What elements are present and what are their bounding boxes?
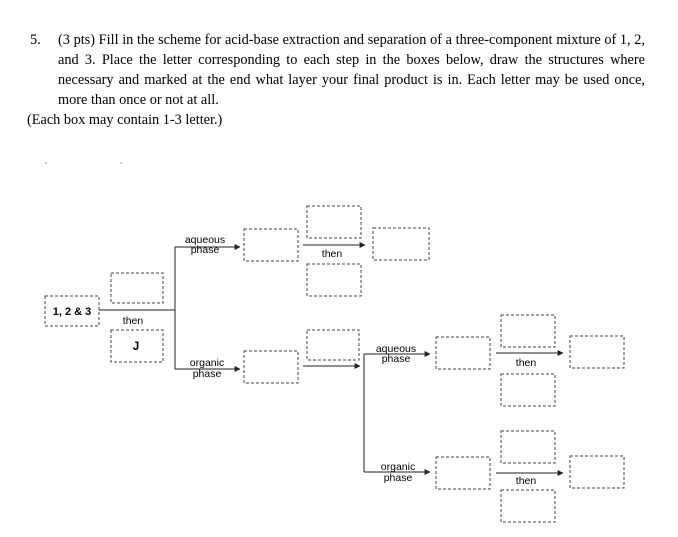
sub-aqueous-label-1: aqueous	[376, 343, 416, 355]
sub-organic-label-1: organic	[381, 461, 415, 473]
question-number: 5.	[30, 32, 41, 48]
answer-box-sub-aqueous-product[interactable]	[569, 335, 625, 369]
answer-box-top-product[interactable]	[372, 227, 430, 261]
sub-aqueous-label-2: phase	[382, 353, 411, 365]
step1-then-label: then	[123, 315, 144, 327]
step1-letter: J	[133, 339, 140, 353]
question-note: (Each box may contain 1-3 letter.)	[27, 112, 223, 128]
answer-box-sub-aqueous-then-lower[interactable]	[500, 373, 556, 407]
top-then-label: then	[322, 248, 343, 260]
top-phase-label-1: aqueous	[185, 234, 225, 246]
sub-organic-then-label: then	[516, 475, 537, 487]
answer-box-top-phase[interactable]	[243, 228, 299, 262]
start-box	[44, 295, 100, 327]
answer-box-step1-bottom[interactable]	[110, 329, 164, 363]
top-phase-label-2: phase	[191, 244, 220, 256]
answer-box-bottom-reagent[interactable]	[306, 329, 360, 361]
sub-aqueous-then-label: then	[516, 357, 537, 369]
question-text: (3 pts) Fill in the scheme for acid-base…	[58, 32, 645, 108]
answer-box-sub-aqueous-phase[interactable]	[435, 336, 491, 370]
sub-organic-label-2: phase	[384, 472, 413, 484]
answer-box-sub-organic-product[interactable]	[569, 455, 625, 489]
answer-box-step1-top[interactable]	[110, 272, 164, 304]
answer-box-sub-organic-then-upper[interactable]	[500, 430, 556, 464]
answer-box-sub-organic-then-lower[interactable]	[500, 489, 556, 523]
answer-box-sub-organic-phase[interactable]	[435, 456, 491, 490]
bottom-phase-label-2: phase	[193, 368, 222, 380]
question-block: 5. (3 pts) Fill in the scheme for acid-b…	[27, 30, 645, 130]
answer-box-sub-aqueous-then-upper[interactable]	[500, 314, 556, 348]
answer-box-top-then-upper[interactable]	[306, 205, 362, 239]
start-label: 1, 2 & 3	[53, 306, 92, 318]
answer-box-top-then-lower[interactable]	[306, 263, 362, 297]
answer-box-bottom-phase[interactable]	[243, 350, 299, 384]
bottom-phase-label-1: organic	[190, 357, 224, 369]
